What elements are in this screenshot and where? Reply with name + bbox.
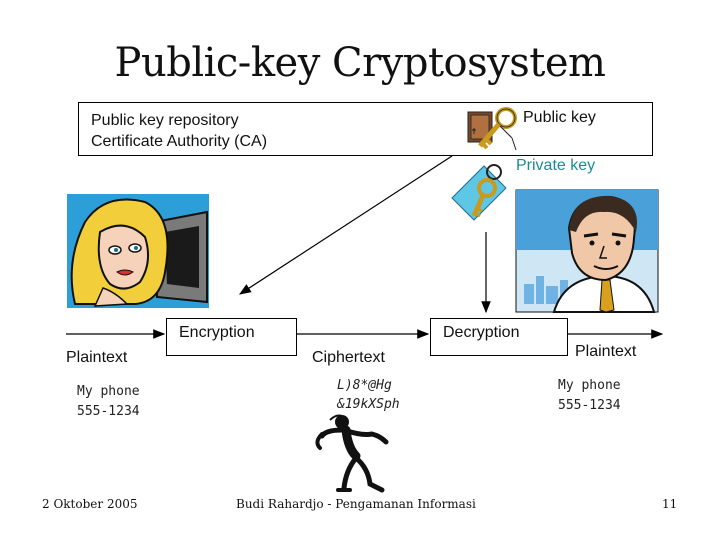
public-key-arrow [240, 156, 452, 294]
footer-date: 2 Oktober 2005 [42, 497, 137, 511]
plaintext-message-left-line1: My phone [77, 382, 140, 402]
encryption-label: Encryption [179, 324, 255, 342]
footer-author: Budi Rahardjo - Pengamanan Informasi [236, 497, 476, 511]
plaintext-message-right-line2: 555-1234 [558, 396, 621, 416]
ciphertext-label: Ciphertext [312, 349, 385, 367]
plaintext-right-label: Plaintext [575, 343, 636, 361]
decryption-label: Decryption [443, 324, 519, 342]
plaintext-message-right-line1: My phone [558, 376, 621, 396]
eavesdropper-illustration [312, 412, 396, 494]
footer-page-number: 11 [662, 497, 677, 511]
plaintext-left-label: Plaintext [66, 349, 127, 367]
ciphertext-message-line1: L)8*@Hg [337, 376, 392, 395]
plaintext-message-left-line2: 555-1234 [77, 402, 140, 422]
